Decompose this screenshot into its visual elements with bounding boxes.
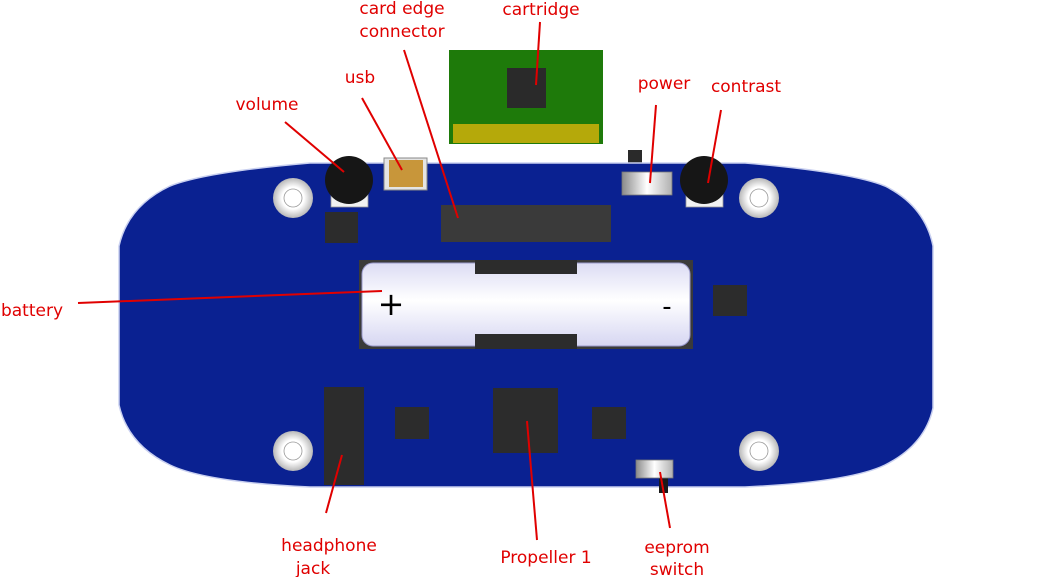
battery-clip-bottom-over: [475, 334, 577, 347]
contrast-knob-dial: [680, 156, 728, 204]
label-battery: battery: [1, 301, 63, 321]
volume-knob: [325, 156, 373, 208]
label-eeprom-switch-line2: switch: [650, 560, 704, 577]
chip-small: [395, 407, 429, 439]
cartridge-contacts: [453, 124, 599, 143]
propeller-chip: [493, 388, 558, 453]
eeprom-switch: [635, 459, 674, 493]
leader-card-edge-connector: [403, 49, 459, 219]
label-card-edge-connector-line1: card edge: [359, 0, 444, 19]
mounting-hole-center: [749, 188, 769, 208]
headphone-jack: [324, 387, 364, 485]
leader-cartridge: [535, 21, 541, 86]
label-power: power: [638, 74, 691, 94]
eeprom-switch-body: [635, 459, 674, 479]
chip-small: [325, 212, 358, 243]
chip-small: [592, 407, 626, 439]
leader-headphone-jack: [325, 454, 343, 514]
leader-lines: [77, 21, 722, 541]
battery-clip-top-over: [475, 262, 577, 274]
card-edge-connector: [441, 205, 611, 242]
label-eeprom-switch-line1: eeprom: [644, 538, 709, 558]
label-usb: usb: [345, 68, 375, 88]
label-headphone-jack-line2: jack: [295, 559, 330, 577]
cartridge-chip: [507, 68, 546, 108]
label-volume: volume: [236, 95, 299, 115]
leader-usb: [361, 97, 403, 171]
mounting-hole-center: [749, 441, 769, 461]
leader-battery: [77, 290, 383, 304]
label-cartridge: cartridge: [502, 0, 579, 20]
eeprom-switch-nub: [659, 476, 668, 493]
battery-cell: [361, 262, 691, 347]
leader-eeprom-switch: [659, 471, 671, 529]
mounting-hole-center: [283, 441, 303, 461]
battery-holder: + -: [359, 260, 693, 349]
contrast-knob: [680, 156, 728, 208]
label-contrast: contrast: [711, 77, 781, 97]
label-card-edge-connector-line2: connector: [359, 22, 444, 42]
leader-propeller: [526, 420, 538, 541]
mounting-hole-center: [283, 188, 303, 208]
labels: card edge connector cartridge usb volume…: [1, 0, 781, 577]
battery-plus-mark: +: [378, 285, 405, 323]
leader-volume: [284, 121, 345, 173]
leader-power: [649, 104, 657, 184]
leader-contrast: [707, 109, 722, 184]
cartridge: [449, 50, 603, 144]
mounting-holes: [273, 178, 779, 471]
battery-minus-mark: -: [662, 292, 671, 322]
power-switch: [621, 171, 673, 196]
chip-small: [713, 285, 747, 316]
volume-knob-dial: [325, 156, 373, 204]
label-propeller: Propeller 1: [500, 548, 591, 568]
usb-port-opening: [389, 160, 423, 187]
label-headphone-jack-line1: headphone: [281, 536, 377, 556]
usb-port: [383, 157, 428, 191]
